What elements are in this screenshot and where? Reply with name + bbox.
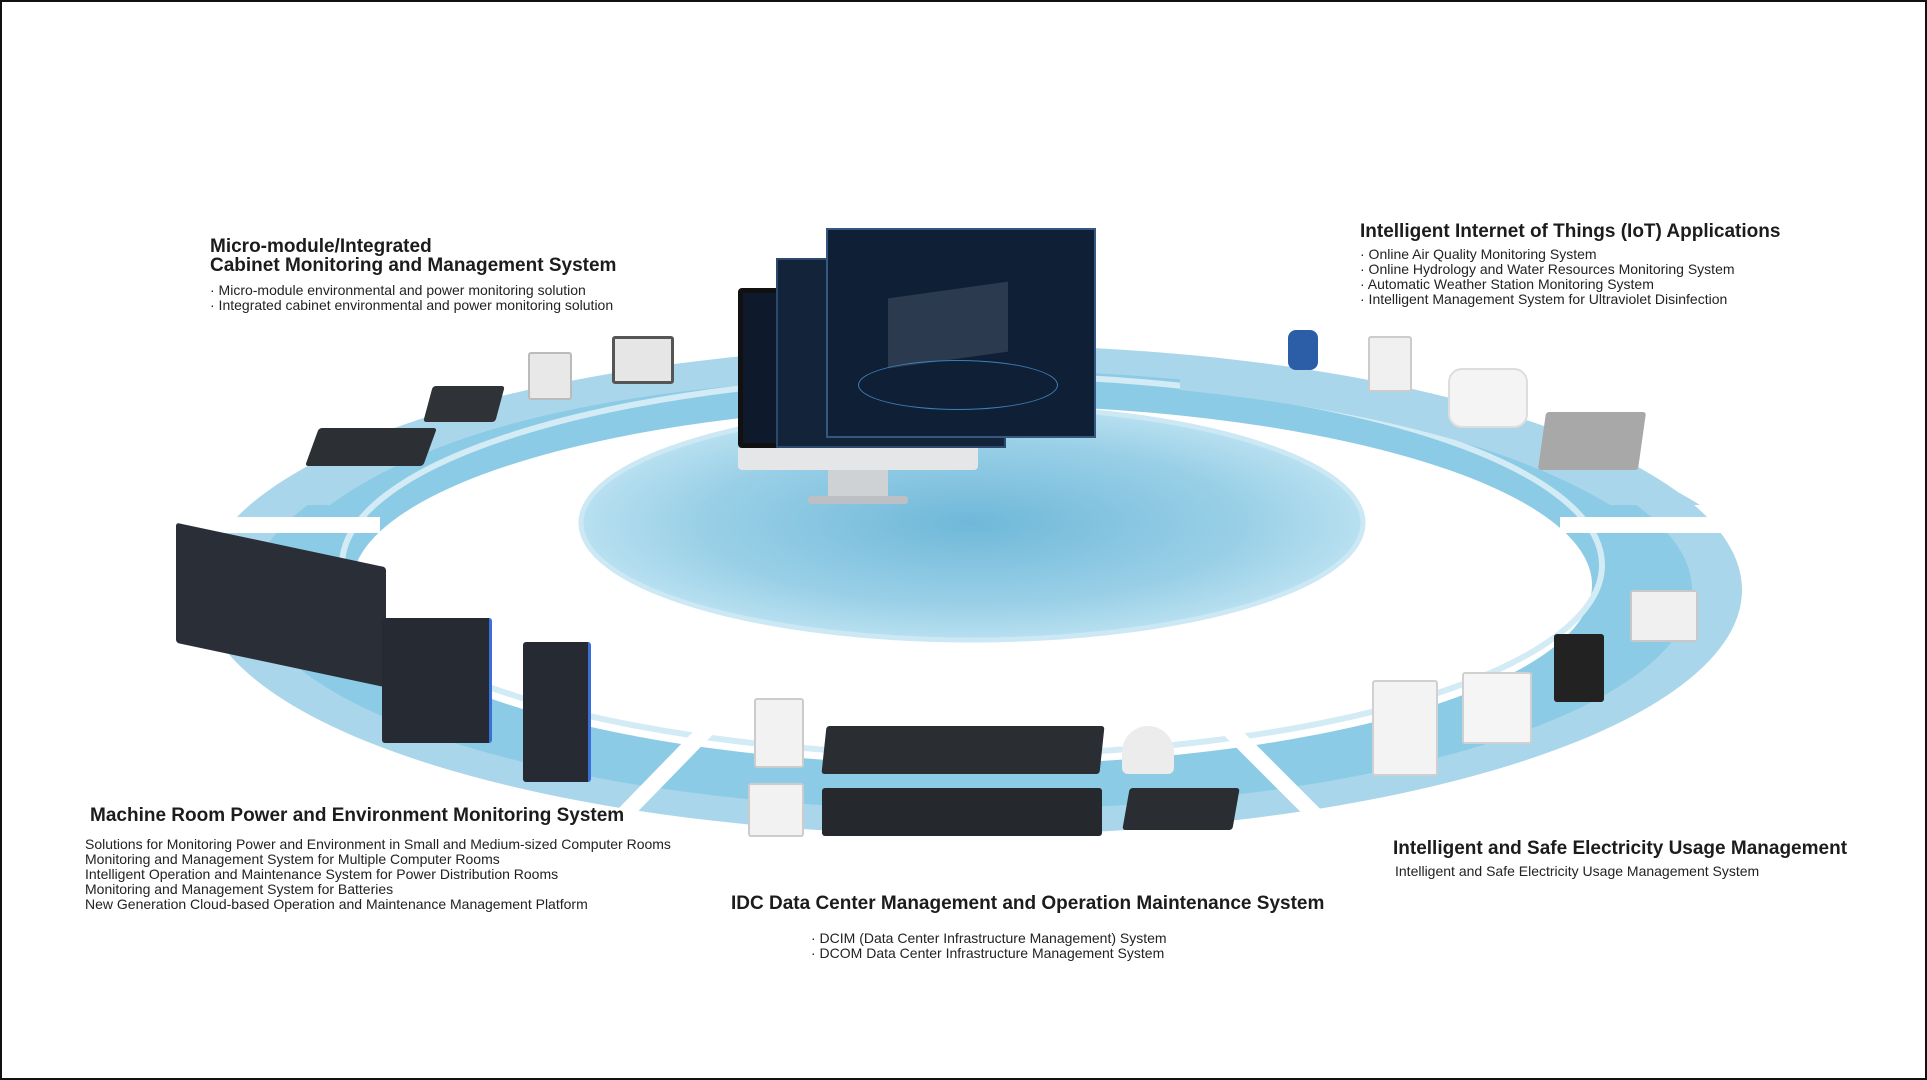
server-cabinet-double [382,618,492,743]
temperature-display-device [748,783,804,837]
list-item: Intelligent and Safe Electricity Usage M… [1395,863,1760,879]
section-title: Intelligent and Safe Electricity Usage M… [1393,838,1848,859]
section-iot: Intelligent Internet of Things (IoT) App… [1360,222,1780,307]
distribution-box [1372,680,1438,776]
list-item: · DCOM Data Center Infrastructure Manage… [811,945,1165,961]
dashboard-panel [826,228,1096,438]
smart-switch-module [1630,590,1698,642]
list-item: Solutions for Monitoring Power and Envir… [85,836,671,852]
section-title: IDC Data Center Management and Operation… [731,893,1325,914]
air-quality-device [1448,368,1528,428]
section-title: Intelligent Internet of Things (IoT) App… [1360,221,1781,242]
monitor-dashboard [738,228,1098,538]
list-item: · Automatic Weather Station Monitoring S… [1360,276,1654,292]
section-machine-room: Machine Room Power and Environment Monit… [85,806,671,912]
keypad-device [1554,634,1604,702]
controller-device [612,336,674,384]
section-electricity: Intelligent and Safe Electricity Usage M… [1393,839,1847,879]
list-item: · DCIM (Data Center Infrastructure Manag… [811,930,1167,946]
section-micro-module: Micro-module/Integrated Cabinet Monitori… [210,237,616,313]
list-item: · Online Air Quality Monitoring System [1360,246,1597,262]
list-item: · Micro-module environmental and power m… [210,282,586,298]
section-title: Micro-module/Integrated [210,236,432,257]
dome-camera [1122,726,1174,774]
thermometer-device [1368,336,1412,392]
list-item: · Integrated cabinet environmental and p… [210,297,614,313]
power-meter-device [754,698,804,768]
circuit-breaker [1462,672,1532,744]
list-item: · Online Hydrology and Water Resources M… [1360,261,1735,277]
ring-gaps [200,517,1760,886]
section-idc: IDC Data Center Management and Operation… [731,894,1324,961]
section-title: Machine Room Power and Environment Monit… [90,805,625,826]
list-item: Monitoring and Management System for Bat… [85,881,394,897]
ring-segment-top-left [250,360,745,505]
gas-detector-device [1288,330,1318,370]
list-item: · Intelligent Management System for Ultr… [1360,291,1728,307]
server-cabinet [523,642,591,782]
sensor-device [528,352,572,400]
list-item: Intelligent Operation and Maintenance Sy… [85,866,559,882]
section-title: Cabinet Monitoring and Management System [210,255,617,276]
monitoring-host [822,788,1102,836]
list-item: New Generation Cloud-based Operation and… [85,896,588,912]
list-item: Monitoring and Management System for Mul… [85,851,500,867]
